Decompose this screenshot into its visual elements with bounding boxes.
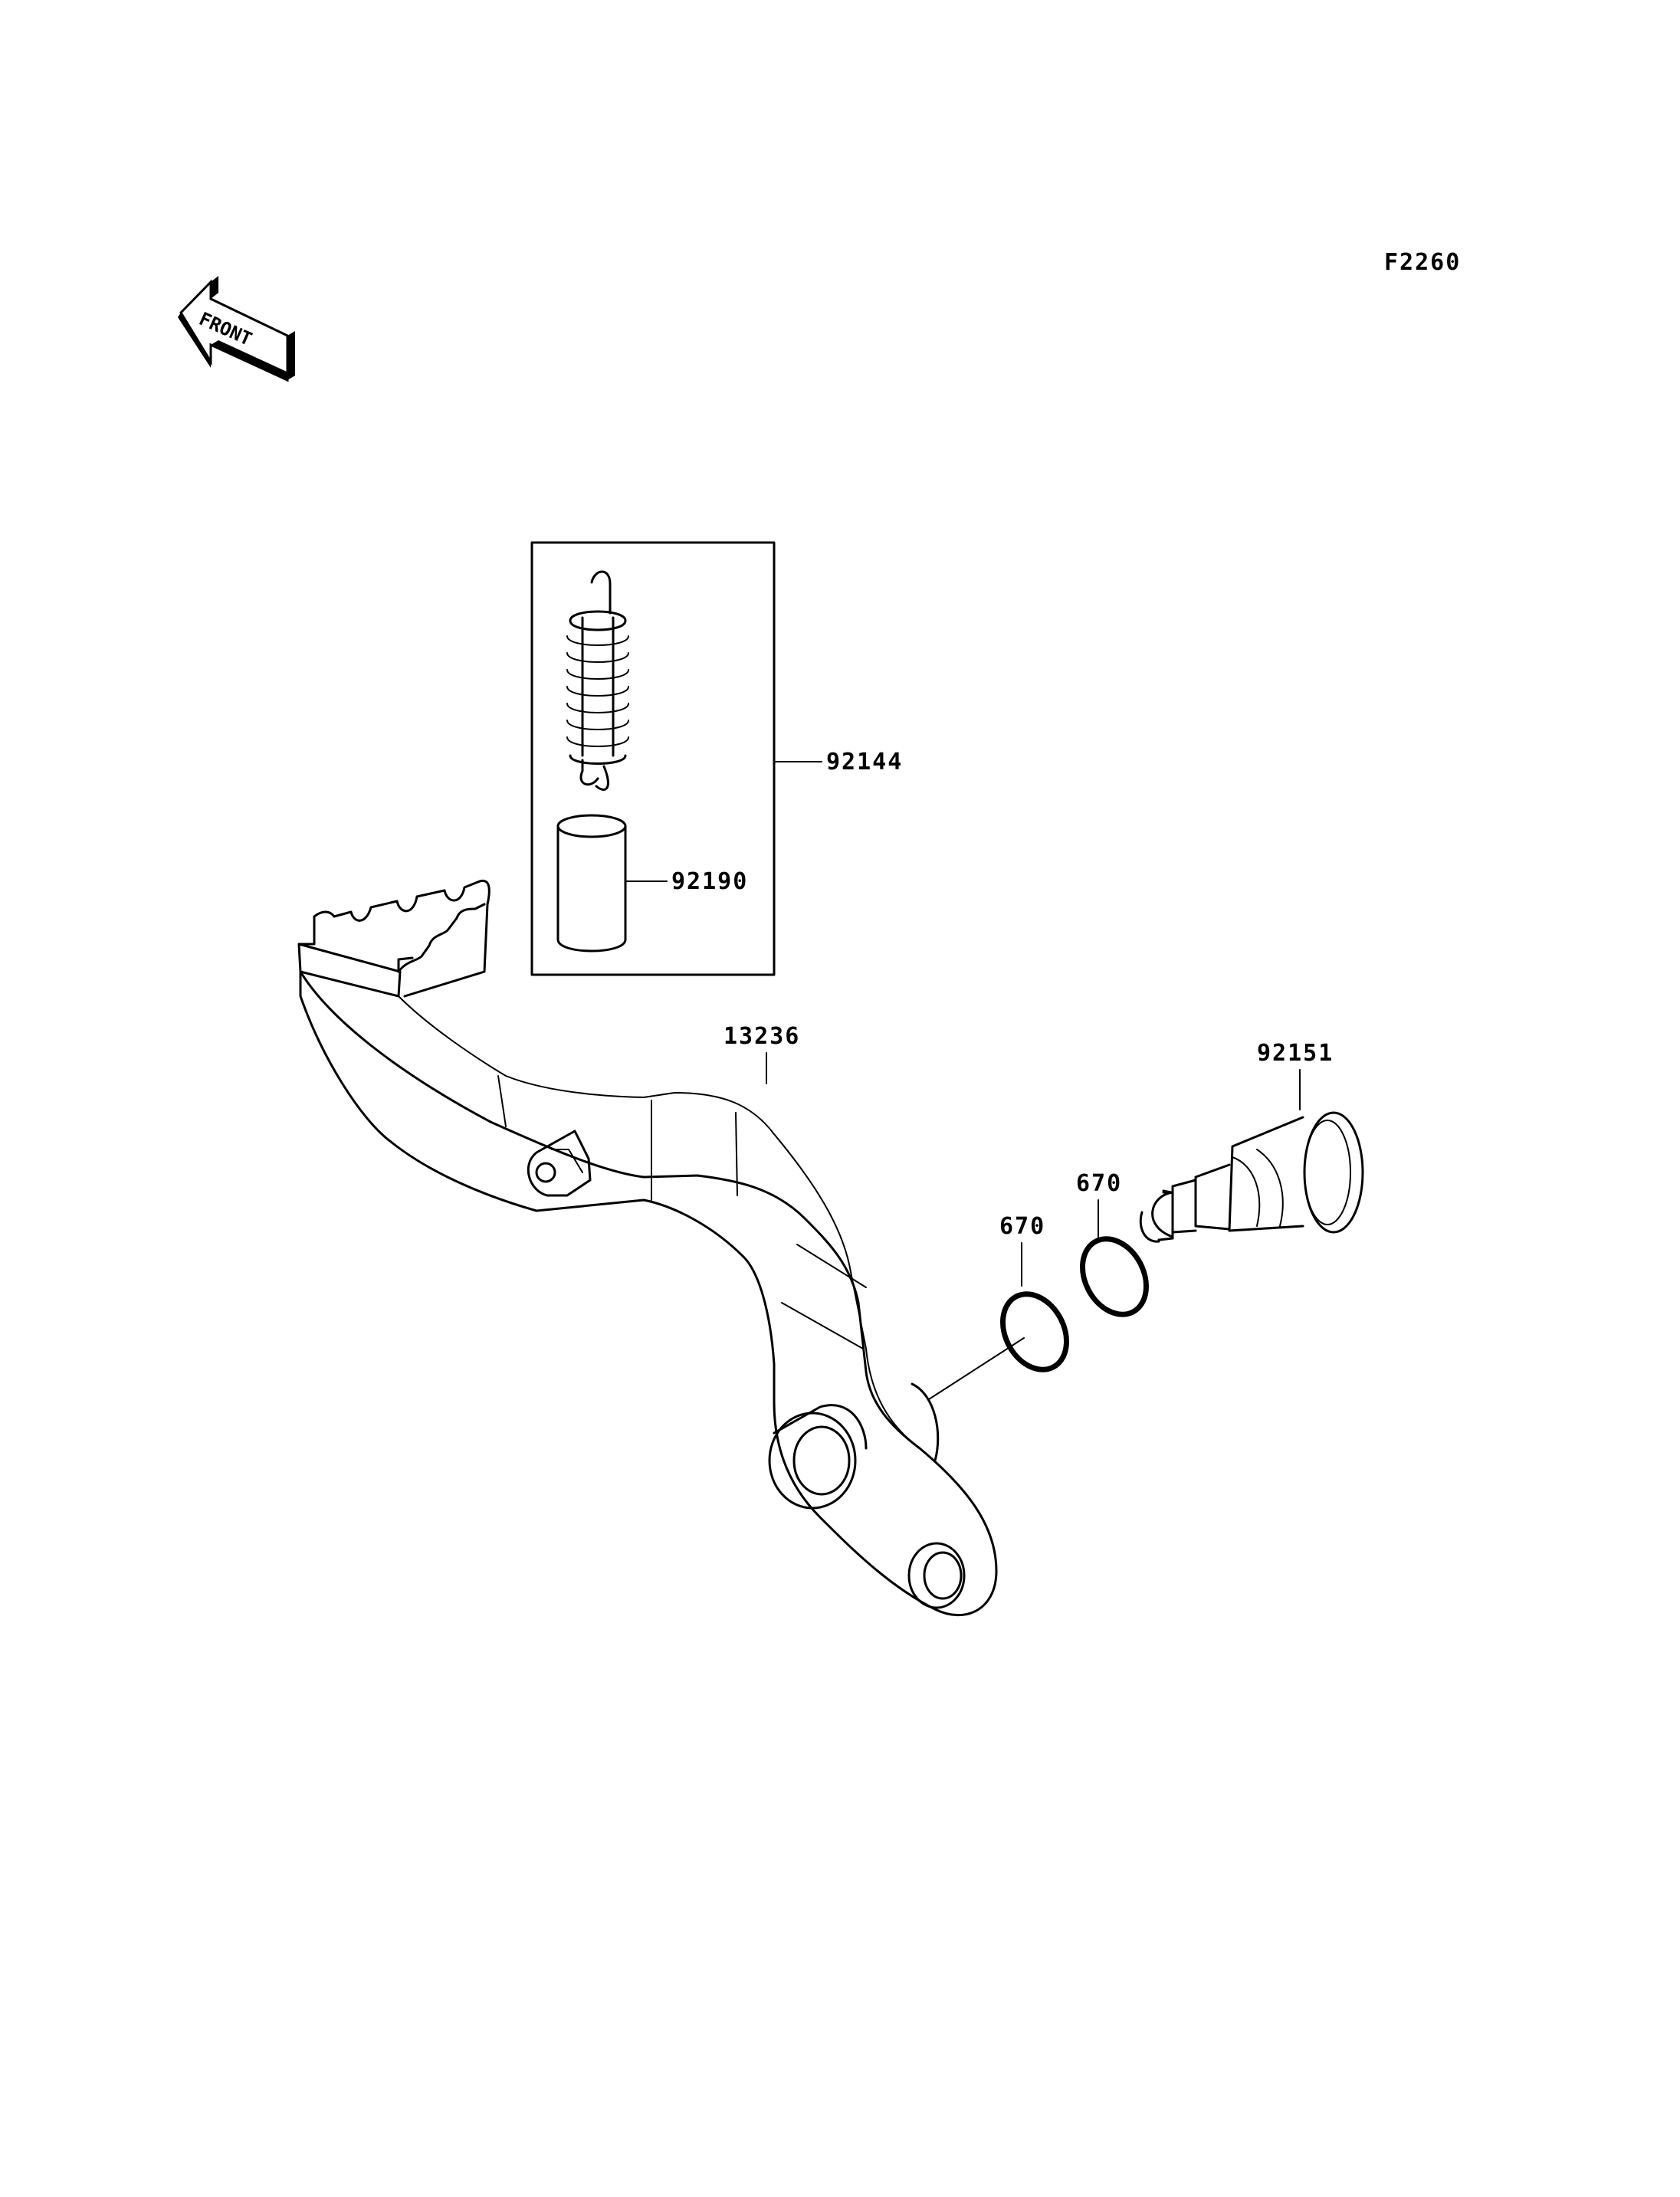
kit-box [530,541,776,976]
pivot-shaft-part [1139,1111,1364,1243]
brake-pedal-part [297,879,998,1617]
o-ring-left [1000,1291,1069,1372]
front-arrow-icon: FRONT [178,276,295,382]
collar-part [556,814,627,953]
spring-part [566,570,629,791]
part-number-92151: 92151 [1257,1040,1334,1067]
part-number-92190: 92190 [671,868,748,895]
part-number-13236: 13236 [724,1023,800,1050]
part-number-670-right: 670 [1076,1170,1122,1197]
part-number-670-left: 670 [999,1213,1045,1240]
o-ring-right [1080,1236,1149,1317]
figure-code: F2260 [1384,249,1461,276]
part-number-92144: 92144 [826,749,903,776]
